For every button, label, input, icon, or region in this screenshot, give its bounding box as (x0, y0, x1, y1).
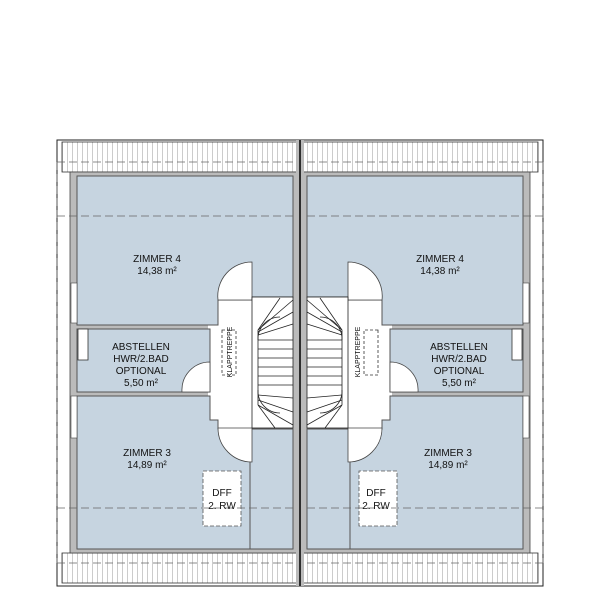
dff-label: 2. RW (362, 501, 390, 512)
room-area: 5,50 m² (442, 378, 477, 389)
klapptreppe-label: KLAPPTREPPE (355, 326, 362, 377)
room-label: ABSTELLEN (430, 342, 488, 353)
room-label: ZIMMER 3 (123, 448, 171, 459)
room-area: 14,38 m² (137, 266, 177, 277)
room-area: 14,89 m² (428, 460, 468, 471)
room-label: OPTIONAL (116, 366, 167, 377)
room-area: 14,89 m² (127, 460, 167, 471)
klapptreppe-label: KLAPPTREPPE (227, 326, 234, 377)
room-area: 5,50 m² (124, 378, 159, 389)
room-label: ZIMMER 3 (424, 448, 472, 459)
room-label: HWR/2.BAD (431, 354, 487, 365)
room-label: ABSTELLEN (112, 342, 170, 353)
room-label: OPTIONAL (434, 366, 485, 377)
room-label: HWR/2.BAD (113, 354, 169, 365)
dff-label: DFF (212, 488, 231, 499)
room-label: ZIMMER 4 (416, 254, 464, 265)
dff-label: 2. RW (208, 501, 236, 512)
room-label: ZIMMER 4 (133, 254, 181, 265)
right-unit (301, 141, 544, 584)
dff-label: DFF (366, 488, 385, 499)
room-area: 14,38 m² (420, 266, 460, 277)
left-unit (56, 141, 299, 584)
